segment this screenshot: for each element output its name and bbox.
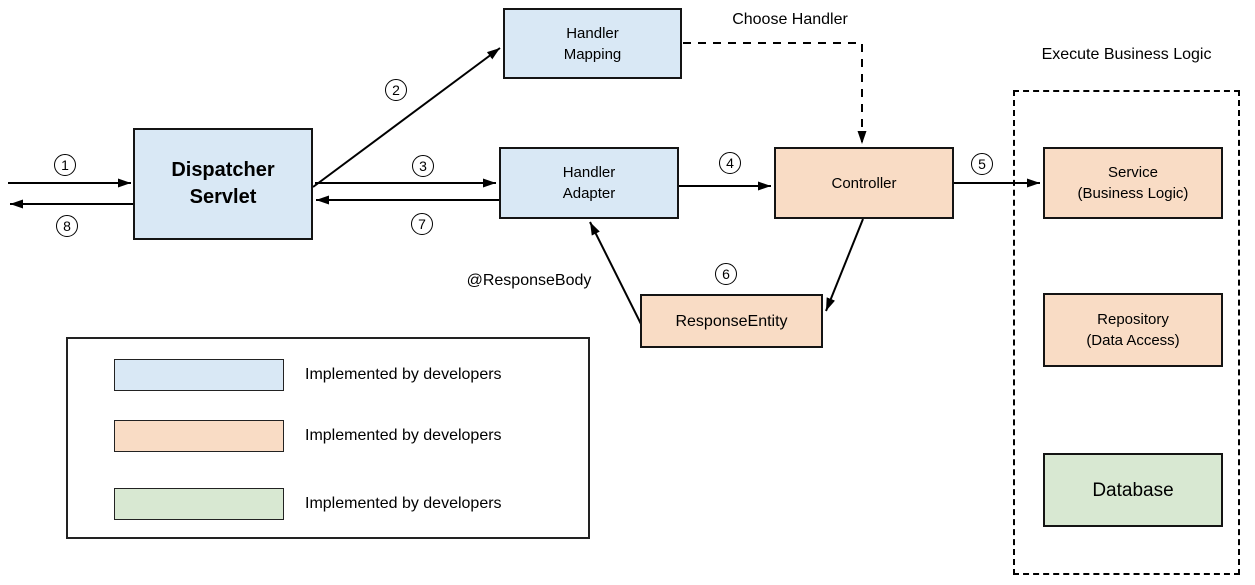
arrow-to-handler-mapping — [312, 47, 501, 188]
step-6-badge: 6 — [715, 263, 737, 285]
response-body-label: @ResponseBody — [466, 272, 592, 289]
step-7-badge: 7 — [411, 213, 433, 235]
node-database: Database — [1043, 453, 1223, 527]
legend-row-developers-green: Implemented by developers — [68, 488, 588, 520]
arrow-response-entity-to-adapter — [589, 221, 642, 325]
node-repository: Repository (Data Access) — [1043, 293, 1223, 367]
node-handler-adapter: Handler Adapter — [499, 147, 679, 219]
node-response-entity: ResponseEntity — [640, 294, 823, 348]
legend-label: Implemented by developers — [305, 495, 502, 512]
legend-label: Implemented by developers — [305, 366, 502, 383]
legend-swatch-blue — [114, 359, 284, 391]
step-1-badge: 1 — [54, 154, 76, 176]
node-dispatcher-servlet: Dispatcher Servlet — [133, 128, 313, 240]
legend-label: Implemented by developers — [305, 427, 502, 444]
step-4-badge: 4 — [719, 152, 741, 174]
step-2-badge: 2 — [385, 79, 407, 101]
step-8-badge: 8 — [56, 215, 78, 237]
step-5-badge: 5 — [971, 153, 993, 175]
legend-box: Implemented by developers Implemented by… — [66, 337, 590, 539]
step-3-badge: 3 — [412, 155, 434, 177]
legend-row-developers-blue: Implemented by developers — [68, 359, 588, 391]
business-logic-region-title: Execute Business Logic — [1041, 46, 1212, 63]
legend-swatch-peach — [114, 420, 284, 452]
business-logic-region — [1013, 90, 1240, 575]
arrow-to-response-entity — [825, 218, 864, 312]
choose-handler-label: Choose Handler — [732, 11, 848, 28]
arrow-choose-handler — [683, 42, 867, 144]
node-handler-mapping: Handler Mapping — [503, 8, 682, 79]
legend-swatch-green — [114, 488, 284, 520]
node-service: Service (Business Logic) — [1043, 147, 1223, 219]
node-controller: Controller — [774, 147, 954, 219]
legend-row-developers-peach: Implemented by developers — [68, 420, 588, 452]
